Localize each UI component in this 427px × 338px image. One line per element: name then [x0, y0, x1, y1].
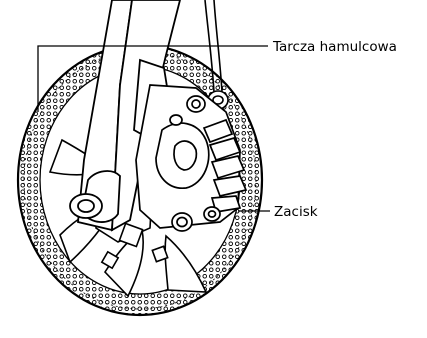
label-brake-disc: Tarcza hamulcowa [272, 39, 397, 55]
label-caliper: Zacisk [274, 204, 318, 220]
